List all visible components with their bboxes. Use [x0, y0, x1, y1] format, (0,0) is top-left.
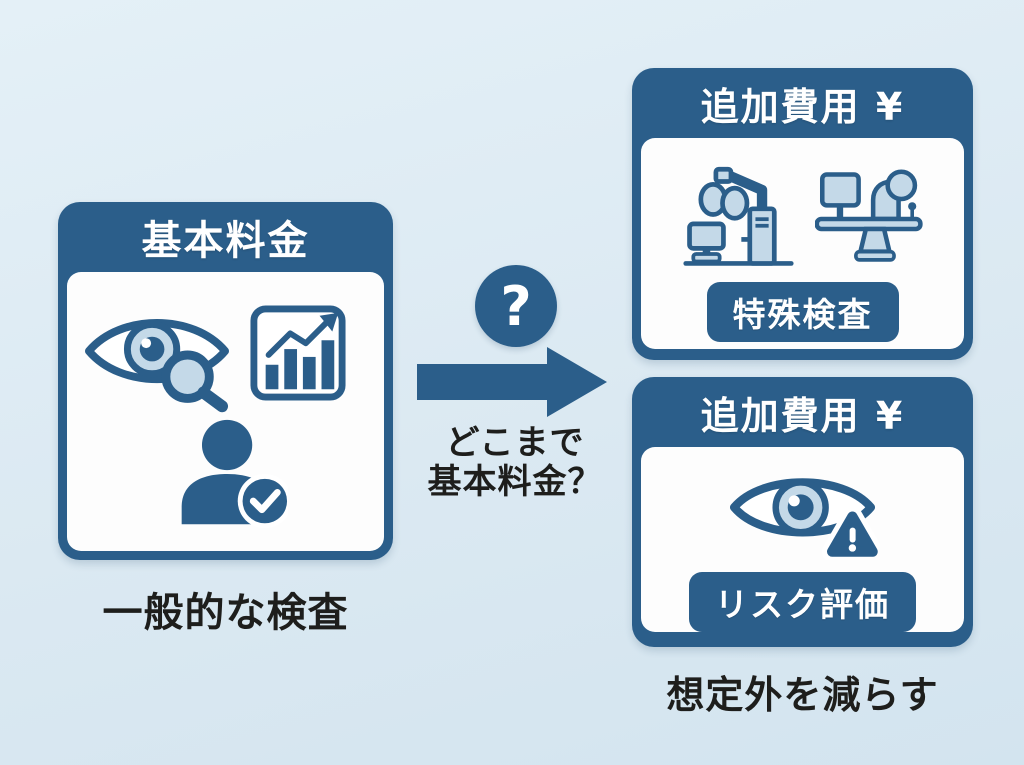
- equipment-icons-row: [682, 158, 924, 270]
- risk-eval-badge: リスク評価: [689, 572, 916, 632]
- bar-chart-icon: [250, 305, 346, 401]
- special-exam-header: 追加費用 ¥: [700, 84, 905, 129]
- question-mark: ?: [500, 274, 532, 338]
- risk-eval-body: リスク評価: [641, 447, 964, 632]
- eye-magnifier-icon: [84, 318, 230, 413]
- connector-label: どこまで 基本料金？: [400, 424, 630, 502]
- surgical-microscope-icon: [682, 166, 794, 266]
- bottom-right-caption: 想定外を減らす: [666, 673, 939, 717]
- left-caption: 一般的な検査: [102, 590, 349, 636]
- connector-label-line2: 基本料金？: [427, 462, 603, 502]
- basic-fee-header: 基本料金: [141, 218, 310, 264]
- special-exam-body: 特殊検査: [641, 138, 964, 349]
- phoropter-machine-icon: [814, 169, 923, 262]
- risk-eval-header: 追加費用 ¥: [700, 393, 905, 438]
- question-mark-badge: ?: [475, 265, 557, 347]
- basic-fee-body: [67, 272, 384, 551]
- basic-fee-card: 基本料金: [58, 202, 393, 560]
- eye-warning-icon: [729, 478, 880, 560]
- connector-label-line1: どこまで: [445, 423, 585, 463]
- special-exam-card: 追加費用 ¥: [632, 68, 973, 360]
- arrow-right-icon: [417, 347, 607, 417]
- person-check-icon: [181, 419, 288, 529]
- risk-eval-card: 追加費用 ¥ リスク評価: [632, 377, 973, 647]
- special-exam-badge: 特殊検査: [706, 282, 899, 342]
